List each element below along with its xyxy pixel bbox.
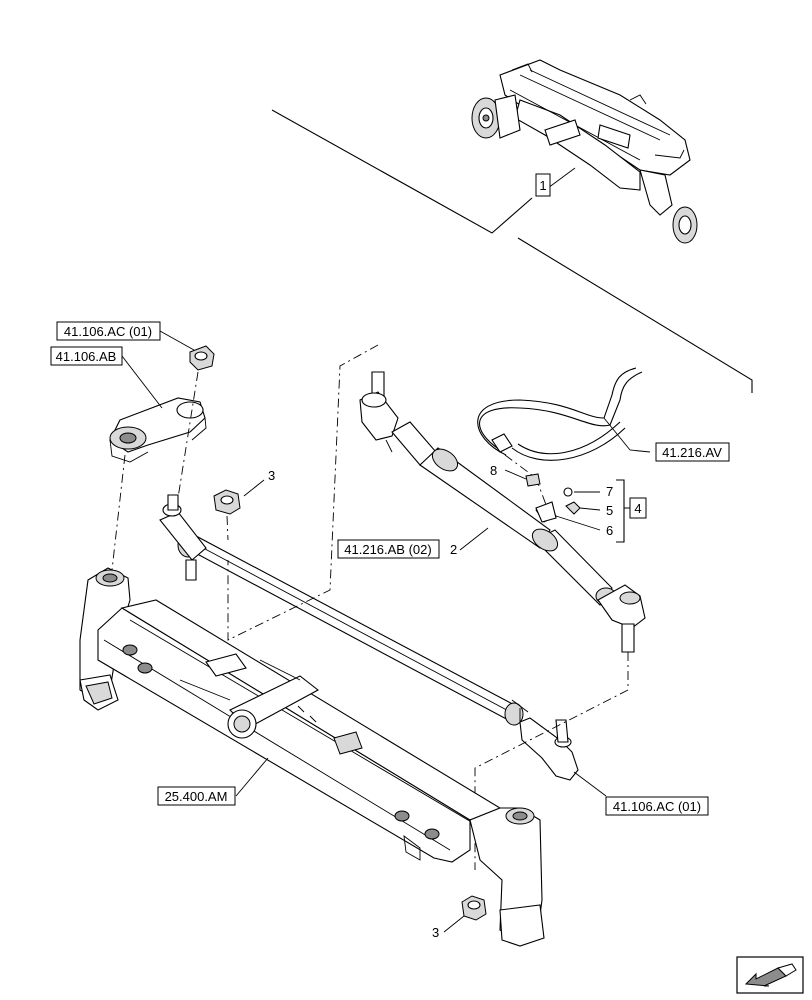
callout-41216ab-label: 41.216.AB (02)	[344, 542, 431, 557]
callout-25400am-label: 25.400.AM	[165, 789, 228, 804]
steering-cylinder	[359, 371, 646, 653]
fitting-7	[563, 487, 573, 497]
callout-4-label: 4	[634, 501, 641, 516]
callout-41216av: 41.216.AV	[655, 442, 730, 462]
pitman-arm	[109, 397, 207, 463]
callout-41106ab-label: 41.106.AB	[56, 349, 117, 364]
item-5: 5	[606, 503, 613, 518]
hydraulic-hoses	[477, 367, 651, 461]
callout-1-label: 1	[539, 178, 546, 193]
axle-beam	[79, 567, 545, 947]
axle-assembly-overview	[471, 59, 698, 244]
item-3-bottom: 3	[432, 925, 439, 940]
nut-3-top	[213, 489, 241, 515]
item-3-top: 3	[268, 468, 275, 483]
item-6: 6	[606, 523, 613, 538]
top-nut	[189, 345, 215, 371]
callout-41106ac-top-label: 41.106.AC (01)	[64, 324, 152, 339]
callout-41106ac-top: 41.106.AC (01)	[56, 321, 161, 341]
callout-41106ac-bottom-label: 41.106.AC (01)	[613, 799, 701, 814]
callout-box-4: 4	[629, 497, 647, 519]
next-page-button[interactable]	[736, 956, 804, 994]
callout-41216av-label: 41.216.AV	[662, 445, 722, 460]
item-7: 7	[606, 484, 613, 499]
callout-41106ac-bottom: 41.106.AC (01)	[605, 796, 709, 816]
nut-3-bottom	[461, 895, 487, 921]
next-page-arrow-icon	[736, 956, 804, 994]
fitting-5	[565, 501, 581, 515]
fitting-6	[535, 501, 557, 523]
callout-41106ab: 41.106.AB	[50, 346, 123, 366]
fitting-8	[525, 473, 541, 487]
item-2: 2	[450, 542, 457, 557]
callout-box-1: 1	[535, 173, 551, 197]
assembly-leader-line	[271, 109, 753, 393]
item-8: 8	[490, 463, 497, 478]
callout-25400am: 25.400.AM	[157, 786, 236, 806]
callout-41216ab: 41.216.AB (02)	[337, 539, 440, 559]
